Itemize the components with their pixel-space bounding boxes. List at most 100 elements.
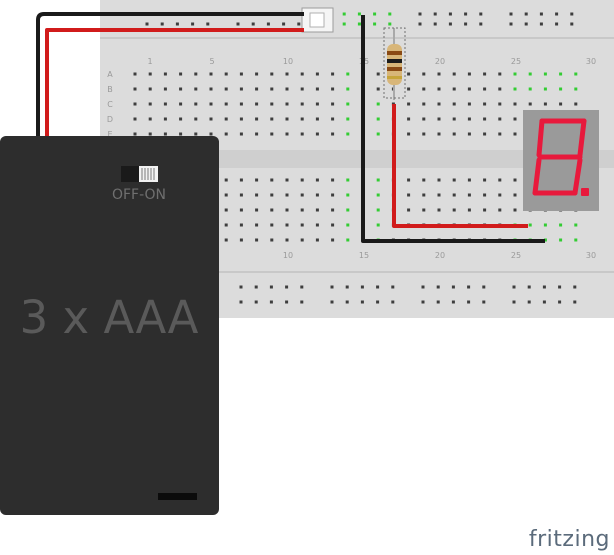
breadboard-hole xyxy=(285,102,289,106)
breadboard-hole xyxy=(452,193,456,197)
breadboard-hole xyxy=(376,208,380,212)
breadboard-hole xyxy=(346,102,350,106)
breadboard-hole xyxy=(346,193,350,197)
breadboard-hole xyxy=(331,193,335,197)
breadboard-hole xyxy=(239,300,243,304)
breadboard-hole xyxy=(464,12,468,16)
breadboard-hole xyxy=(452,72,456,76)
resistor-band-3 xyxy=(387,67,402,71)
breadboard-hole xyxy=(346,238,350,242)
breadboard-hole xyxy=(559,87,563,91)
breadboard-hole xyxy=(467,117,471,121)
breadboard-hole xyxy=(194,132,198,136)
breadboard-hole xyxy=(376,87,380,91)
breadboard-hole xyxy=(239,285,243,289)
column-label-1: 1 xyxy=(147,57,152,66)
breadboard-hole xyxy=(357,12,361,16)
breadboard-hole xyxy=(133,87,137,91)
breadboard-hole xyxy=(543,87,547,91)
segment-decimal-point xyxy=(581,188,589,196)
breadboard-hole xyxy=(209,117,213,121)
breadboard-hole xyxy=(209,132,213,136)
breadboard-hole xyxy=(315,72,319,76)
breadboard-hole xyxy=(376,178,380,182)
breadboard-hole xyxy=(346,132,350,136)
breadboard-hole xyxy=(224,178,228,182)
breadboard-hole xyxy=(483,193,487,197)
segment-top-left xyxy=(536,118,545,158)
breadboard-hole xyxy=(270,178,274,182)
breadboard-hole xyxy=(513,102,517,106)
breadboard-hole xyxy=(269,300,273,304)
breadboard-hole xyxy=(266,22,270,26)
battery-red-wire xyxy=(45,28,304,150)
breadboard-hole xyxy=(498,72,502,76)
breadboard-hole xyxy=(483,72,487,76)
breadboard-hole xyxy=(422,208,426,212)
breadboard-hole xyxy=(452,87,456,91)
breadboard-hole xyxy=(236,22,240,26)
breadboard-hole xyxy=(315,208,319,212)
breadboard-hole xyxy=(376,102,380,106)
breadboard-center-channel xyxy=(100,150,614,168)
breadboard-hole xyxy=(342,22,346,26)
breadboard-hole xyxy=(360,300,364,304)
breadboard-hole xyxy=(282,22,286,26)
breadboard-hole xyxy=(330,300,334,304)
breadboard-hole xyxy=(570,12,574,16)
breadboard-hole xyxy=(542,300,546,304)
breadboard-hole xyxy=(436,285,440,289)
breadboard-hole xyxy=(483,132,487,136)
breadboard-hole xyxy=(376,117,380,121)
breadboard-hole xyxy=(407,132,411,136)
breadboard-hole xyxy=(513,72,517,76)
breadboard-hole xyxy=(543,102,547,106)
breadboard-hole xyxy=(300,117,304,121)
battery-connector-pin xyxy=(309,12,325,28)
breadboard-hole xyxy=(559,72,563,76)
breadboard-hole xyxy=(194,72,198,76)
breadboard-hole xyxy=(509,12,513,16)
breadboard-hole xyxy=(300,72,304,76)
row-label-e: E xyxy=(107,130,112,139)
breadboard-hole xyxy=(573,300,577,304)
breadboard-hole xyxy=(498,132,502,136)
breadboard-hole xyxy=(206,22,210,26)
breadboard-hole xyxy=(388,12,392,16)
breadboard-hole xyxy=(345,300,349,304)
breadboard-hole xyxy=(437,178,441,182)
breadboard-hole xyxy=(315,238,319,242)
breadboard-hole xyxy=(437,208,441,212)
breadboard-hole xyxy=(163,102,167,106)
column-label-25-bottom: 25 xyxy=(511,251,521,260)
breadboard-hole xyxy=(451,300,455,304)
breadboard-hole xyxy=(342,12,346,16)
column-label-10: 10 xyxy=(283,57,293,66)
breadboard-hole xyxy=(570,22,574,26)
breadboard-hole xyxy=(285,300,289,304)
breadboard-hole xyxy=(300,223,304,227)
breadboard-hole xyxy=(209,87,213,91)
resistor-band-1 xyxy=(387,51,402,55)
breadboard-hole xyxy=(513,132,517,136)
breadboard-hole xyxy=(498,178,502,182)
breadboard-hole xyxy=(437,132,441,136)
breadboard-hole xyxy=(300,178,304,182)
breadboard-hole xyxy=(300,300,304,304)
breadboard-hole xyxy=(483,87,487,91)
breadboard-hole xyxy=(179,117,183,121)
breadboard-hole xyxy=(528,72,532,76)
row-label-b: B xyxy=(107,85,113,94)
breadboard-hole xyxy=(331,72,335,76)
row-label-d: D xyxy=(107,115,113,124)
breadboard-hole xyxy=(464,22,468,26)
breadboard-hole xyxy=(255,178,259,182)
breadboard-hole xyxy=(209,102,213,106)
breadboard-hole xyxy=(482,285,486,289)
breadboard-hole xyxy=(133,132,137,136)
breadboard-hole xyxy=(467,102,471,106)
breadboard-hole xyxy=(315,102,319,106)
breadboard-hole xyxy=(145,22,149,26)
breadboard-hole xyxy=(388,22,392,26)
breadboard-hole xyxy=(239,193,243,197)
